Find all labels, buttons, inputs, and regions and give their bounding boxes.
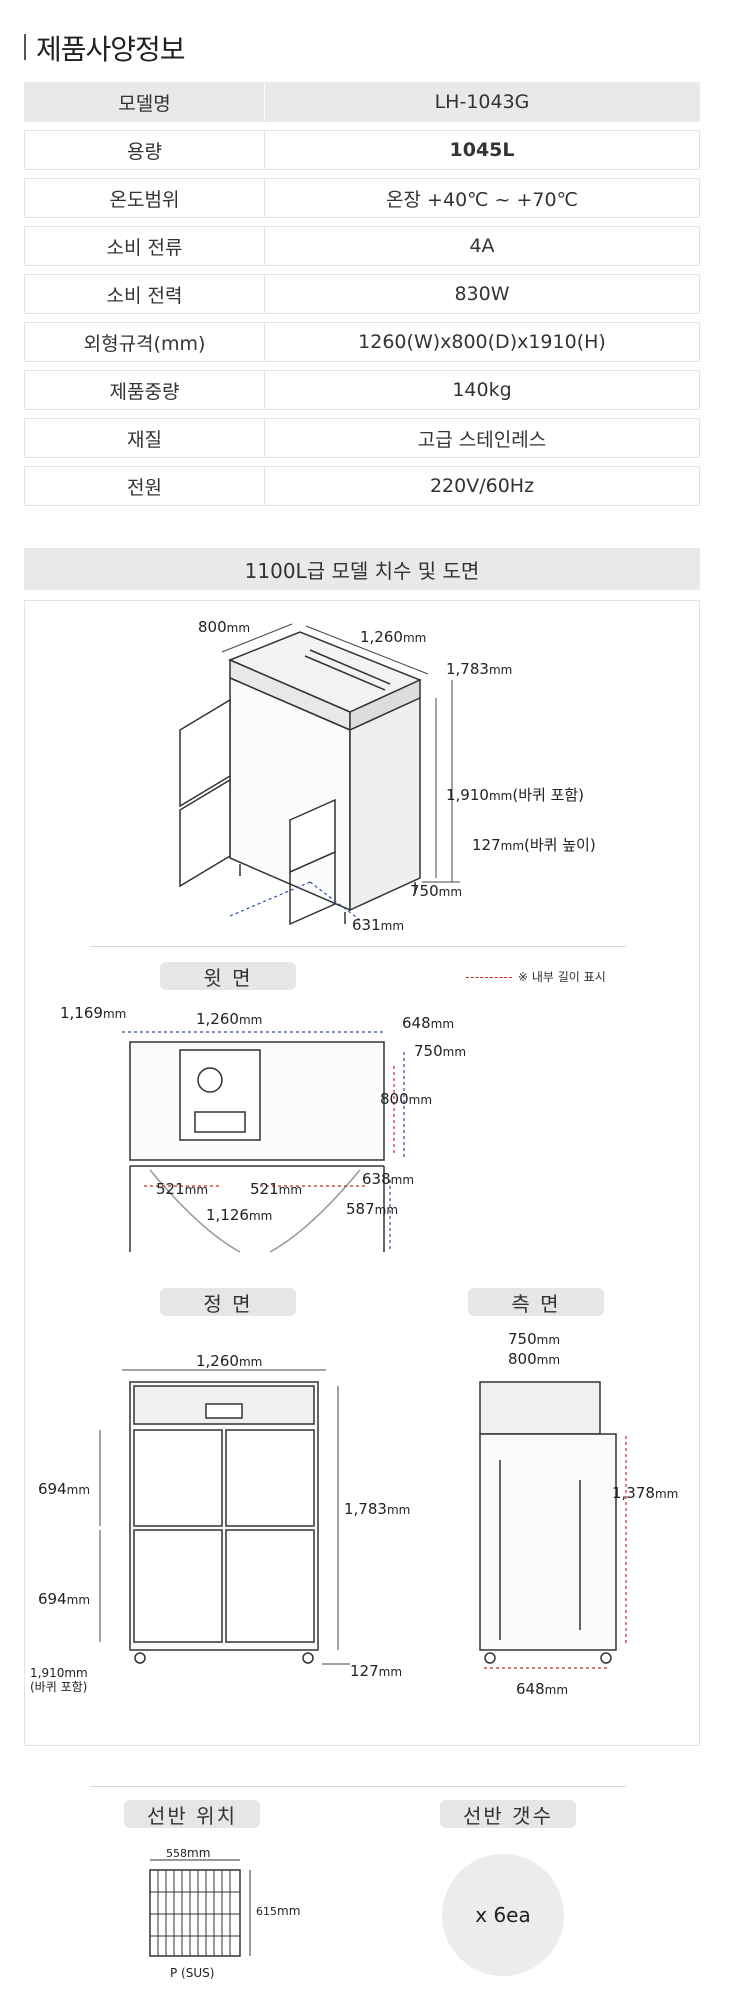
front-dim-694a: 694mm xyxy=(38,1480,91,1498)
side-dim-1378: 1,378mm xyxy=(612,1484,679,1502)
side-view-label: 측 면 xyxy=(468,1288,604,1316)
spec-label: 재질 xyxy=(25,419,265,457)
spec-label: 소비 전류 xyxy=(25,227,265,265)
spec-row-power: 소비 전력 830W xyxy=(24,274,700,314)
shelf-grid-drawing xyxy=(149,1859,251,1957)
spec-row-capacity: 용량 1045L xyxy=(24,130,700,170)
front-dim-1910: 1,910mm(바퀴 포함) xyxy=(30,1666,88,1694)
front-dim-694b: 694mm xyxy=(38,1590,91,1608)
isometric-drawing xyxy=(179,623,460,926)
page-title: 제품사양정보 xyxy=(36,33,186,66)
iso-dim-127: 127mm(바퀴 높이) xyxy=(472,836,596,854)
drawing-panel xyxy=(24,600,700,1746)
front-dim-1783: 1,783mm xyxy=(344,1500,411,1518)
top-dim-521b: 521mm xyxy=(250,1180,303,1198)
top-dim-800: 800mm xyxy=(380,1090,433,1108)
iso-dim-1910: 1,910mm(바퀴 포함) xyxy=(446,786,585,804)
spec-label: 제품중량 xyxy=(25,371,265,409)
side-dim-800: 800mm xyxy=(508,1350,561,1368)
top-dim-587: 587mm xyxy=(346,1200,399,1218)
spec-value: 1260(W)x800(D)x1910(H) xyxy=(358,331,606,353)
front-dim-1260: 1,260mm xyxy=(196,1352,263,1370)
internal-length-legend: ※ 내부 길이 표시 xyxy=(466,968,606,985)
shelf-height-dim: 615mm xyxy=(256,1904,301,1918)
spec-row-power-supply: 전원 220V/60Hz xyxy=(24,466,700,506)
front-view-label: 정 면 xyxy=(160,1288,296,1316)
spec-label: 소비 전력 xyxy=(25,275,265,313)
spec-value: 고급 스테인레스 xyxy=(417,428,547,451)
top-dim-1169: 1,169mm xyxy=(60,1004,127,1022)
spec-value: 830W xyxy=(454,283,510,305)
spec-value: 4A xyxy=(469,235,495,257)
side-dim-648: 648mm xyxy=(516,1680,569,1698)
front-dim-127: 127mm xyxy=(350,1662,403,1680)
shelf-position-label: 선반 위치 xyxy=(124,1800,260,1828)
shelf-count-label: 선반 갯수 xyxy=(440,1800,576,1828)
spec-label: 용량 xyxy=(25,131,265,169)
divider-2 xyxy=(90,1786,626,1787)
top-view-label: 윗 면 xyxy=(160,962,296,990)
iso-dim-800: 800mm xyxy=(198,618,251,636)
spec-value: 1045L xyxy=(449,139,515,161)
shelf-material: P (SUS) xyxy=(170,1966,215,1980)
iso-dim-631: 631mm xyxy=(352,916,405,934)
iso-dim-1783: 1,783mm xyxy=(446,660,513,678)
iso-dim-1260: 1,260mm xyxy=(360,628,427,646)
spec-value: 온장 +40℃ ~ +70℃ xyxy=(386,188,578,211)
spec-label: 외형규격(mm) xyxy=(25,323,265,361)
spec-value: 140kg xyxy=(452,379,512,401)
top-dim-1126: 1,126mm xyxy=(206,1206,273,1224)
top-dim-750: 750mm xyxy=(414,1042,467,1060)
drawing-section-title: 1100L급 모델 치수 및 도면 xyxy=(24,548,700,590)
spec-row-temperature: 온도범위 온장 +40℃ ~ +70℃ xyxy=(24,178,700,218)
spec-label: 모델명 xyxy=(25,83,265,121)
shelf-count-badge: x 6ea xyxy=(442,1854,564,1976)
spec-label: 전원 xyxy=(25,467,265,505)
spec-value: 220V/60Hz xyxy=(429,475,535,497)
top-dim-1260: 1,260mm xyxy=(196,1010,263,1028)
spec-row-model: 모델명 LH-1043G xyxy=(24,82,700,122)
iso-dim-750: 750mm xyxy=(410,882,463,900)
top-dim-638: 638mm xyxy=(362,1170,415,1188)
side-dim-750: 750mm xyxy=(508,1330,561,1348)
divider-1 xyxy=(90,946,626,947)
top-dim-521a: 521mm xyxy=(156,1180,209,1198)
top-view-drawing xyxy=(122,1031,405,1253)
title-accent-bar xyxy=(24,34,26,60)
spec-label: 온도범위 xyxy=(25,179,265,217)
top-dim-648: 648mm xyxy=(402,1014,455,1032)
spec-row-current: 소비 전류 4A xyxy=(24,226,700,266)
side-view-drawing xyxy=(479,1381,627,1669)
front-view-drawing xyxy=(99,1369,350,1665)
spec-row-dimensions: 외형규격(mm) 1260(W)x800(D)x1910(H) xyxy=(24,322,700,362)
spec-value: LH-1043G xyxy=(434,91,530,113)
shelf-width-dim: 558mm xyxy=(166,1846,211,1860)
spec-row-weight: 제품중량 140kg xyxy=(24,370,700,410)
spec-row-material: 재질 고급 스테인레스 xyxy=(24,418,700,458)
